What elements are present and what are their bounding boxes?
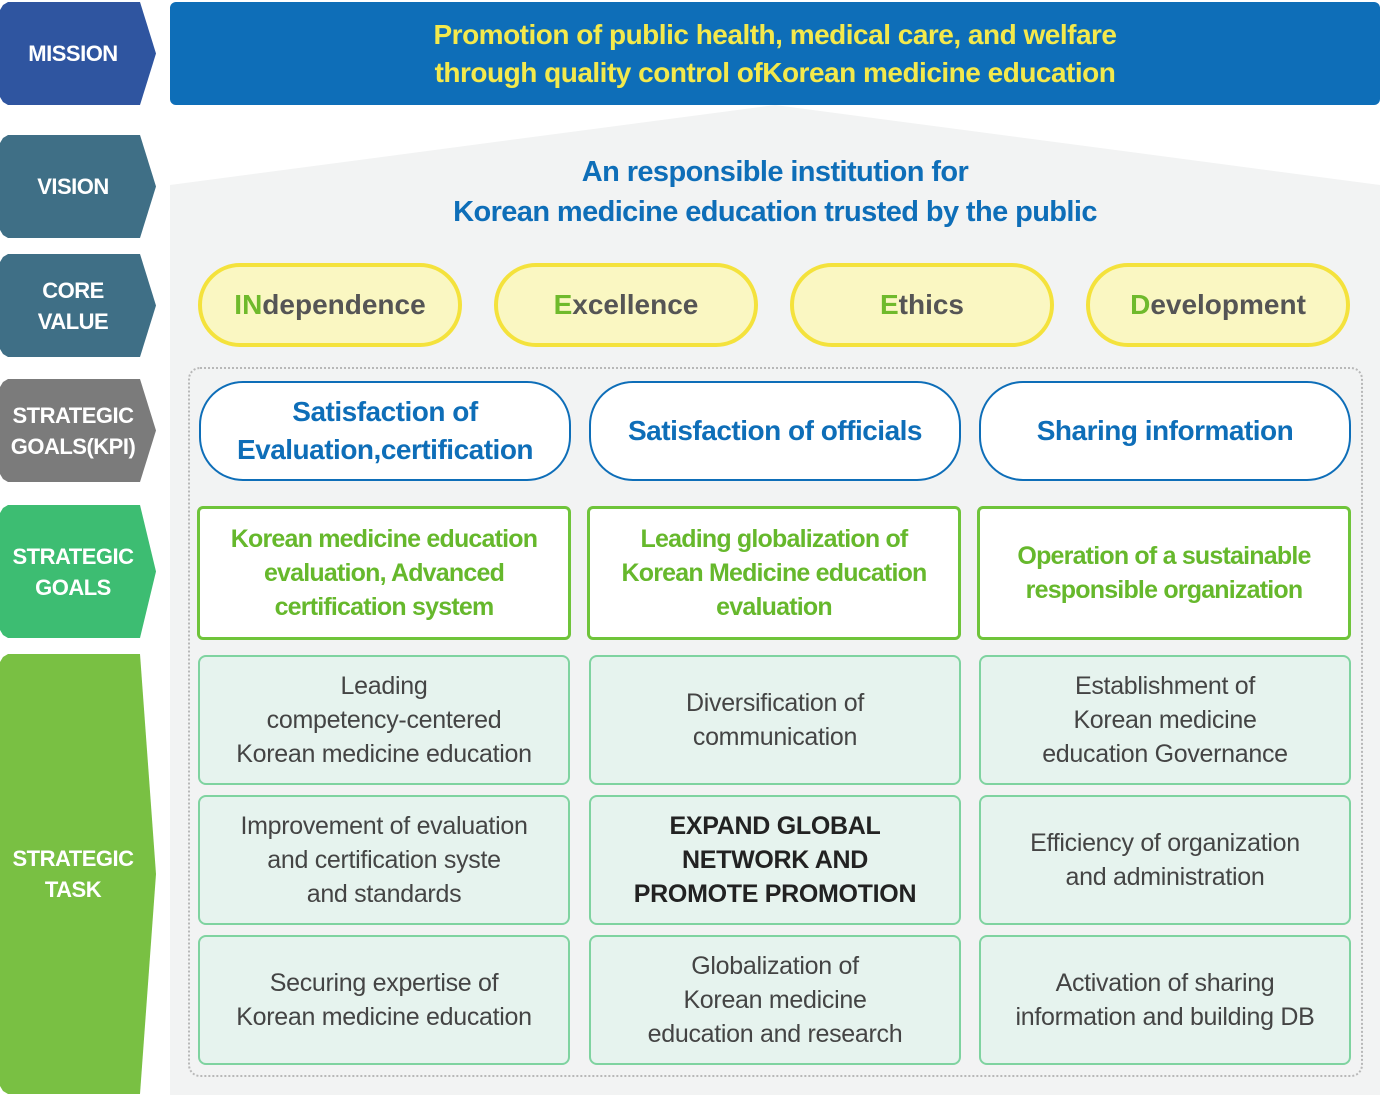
label-line: TASK — [44, 877, 102, 902]
goal-line: evaluation, Advanced — [263, 559, 505, 587]
task-line: Improvement of evaluation — [240, 812, 528, 840]
label-line: CORE — [42, 277, 104, 303]
task-box: Leading competency-centered Korean medic… — [198, 655, 570, 785]
task-box: Diversification of communication — [589, 655, 961, 785]
vision-line: Korean medicine education trusted by the… — [453, 196, 1097, 228]
mission-line: Promotion of public health, medical care… — [433, 18, 1118, 50]
label-line: VISION — [37, 174, 109, 199]
goal-certification-system: Korean medicine education evaluation, Ad… — [197, 506, 571, 640]
core-value-initial: E — [879, 289, 899, 320]
task-box: Improvement of evaluation and certificat… — [198, 795, 570, 925]
goal-line: evaluation — [716, 593, 832, 621]
label-strategic-task: STRATEGIC TASK — [0, 654, 156, 1094]
label-vision: VISION — [0, 135, 156, 238]
task-line: Efficiency of organization — [1030, 829, 1300, 857]
goal-line: Korean Medicine education — [621, 559, 927, 587]
task-line: and administration — [1065, 863, 1265, 891]
kpi-sharing-information: Sharing information — [979, 381, 1351, 481]
strategy-container — [188, 367, 1363, 1077]
goal-line: responsible organization — [1025, 576, 1303, 604]
goal-globalization: Leading globalization of Korean Medicine… — [587, 506, 961, 640]
task-line: Leading — [340, 672, 428, 700]
task-line: communication — [692, 723, 858, 751]
kpi-line: Evaluation,certification — [236, 434, 534, 465]
core-value-initial: E — [553, 289, 573, 320]
goal-sustainable-organization: Operation of a sustainable responsible o… — [977, 506, 1351, 640]
goal-line: Operation of a sustainable — [1017, 542, 1311, 570]
vision-text: An responsible institution for Korean me… — [170, 152, 1380, 232]
core-value-rest: evelopment — [1150, 289, 1306, 320]
vision-line: An responsible institution for — [581, 156, 969, 188]
task-line: Korean medicine education — [236, 740, 532, 768]
label-line: GOALS — [35, 574, 111, 600]
task-line: Establishment of — [1074, 672, 1255, 700]
label-core-value: CORE VALUE — [0, 254, 156, 357]
task-line: Diversification of — [686, 689, 864, 717]
task-line: Activation of sharing — [1055, 969, 1275, 997]
kpi-line: Satisfaction of — [292, 396, 478, 427]
task-box: Establishment of Korean medicine educati… — [979, 655, 1351, 785]
goal-line: Leading globalization of — [640, 525, 909, 553]
task-line: education Governance — [1042, 740, 1288, 768]
label-strategic-goals: STRATEGIC GOALS — [0, 505, 156, 638]
task-line: Korean medicine — [1073, 706, 1257, 734]
kpi-line: Sharing information — [1036, 415, 1294, 446]
label-mission: MISSION — [0, 2, 156, 105]
core-value-rest: xcellence — [572, 289, 699, 320]
core-value-rest: thics — [898, 289, 965, 320]
task-line: Korean medicine education — [236, 1003, 532, 1031]
task-line: education and research — [647, 1020, 903, 1048]
task-line: EXPAND GLOBAL — [669, 812, 881, 840]
task-line: NETWORK AND — [681, 846, 869, 874]
goal-line: Korean medicine education — [230, 525, 538, 553]
task-box: Globalization of Korean medicine educati… — [589, 935, 961, 1065]
task-line: and standards — [306, 880, 462, 908]
label-line: VALUE — [37, 308, 109, 334]
kpi-line: Satisfaction of officials — [628, 415, 923, 446]
label-line: GOALS(KPI) — [10, 433, 136, 459]
goal-line: certification system — [274, 593, 495, 621]
label-line: STRATEGIC — [12, 846, 134, 871]
label-line: MISSION — [28, 41, 118, 66]
kpi-officials: Satisfaction of officials — [589, 381, 961, 481]
task-line: Globalization of — [691, 952, 859, 980]
task-line: PROMOTE PROMOTION — [633, 880, 917, 908]
label-line: STRATEGIC — [12, 543, 134, 569]
core-value-rest: dependence — [262, 289, 426, 320]
task-line: Securing expertise of — [269, 969, 499, 997]
task-box: EXPAND GLOBAL NETWORK AND PROMOTE PROMOT… — [589, 795, 961, 925]
core-value-initial: D — [1130, 289, 1151, 320]
core-value-initial: IN — [234, 289, 263, 320]
label-strategic-goals-kpi: STRATEGIC GOALS(KPI) — [0, 379, 156, 482]
task-box: Activation of sharing information and bu… — [979, 935, 1351, 1065]
task-line: competency-centered — [266, 706, 502, 734]
task-line: and certification syste — [267, 846, 501, 874]
kpi-evaluation-certification: Satisfaction of Evaluation,certification — [199, 381, 571, 481]
task-box: Efficiency of organization and administr… — [979, 795, 1351, 925]
task-line: Korean medicine — [683, 986, 867, 1014]
task-box: Securing expertise of Korean medicine ed… — [198, 935, 570, 1065]
mission-line: through quality control ofKorean medicin… — [434, 56, 1116, 88]
mission-box: Promotion of public health, medical care… — [170, 2, 1380, 105]
task-line: information and building DB — [1015, 1003, 1315, 1031]
label-line: STRATEGIC — [12, 402, 134, 428]
